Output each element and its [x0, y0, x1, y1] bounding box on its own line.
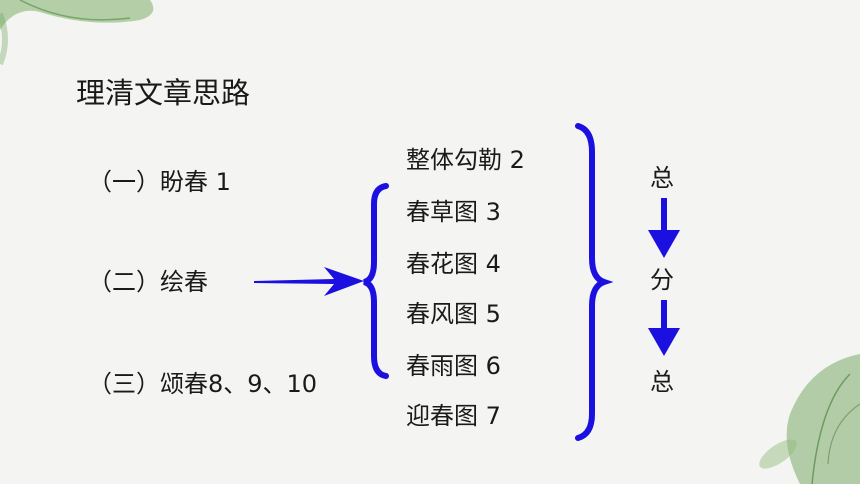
page-title: 理清文章思路	[76, 76, 251, 110]
structure-label-1: 总	[650, 164, 674, 192]
sub-item-6: 迎春图 7	[406, 402, 501, 430]
leaf-decoration-top-left	[0, 0, 154, 66]
structure-label-3: 总	[650, 368, 674, 396]
sub-item-1: 整体勾勒 2	[406, 146, 525, 174]
down-arrow-icon-1	[648, 198, 680, 258]
section-3-label: （三）颂春8、9、10	[88, 370, 318, 398]
sub-item-3: 春花图 4	[406, 250, 501, 278]
left-brace-icon	[363, 183, 389, 379]
section-2-label: （二）绘春	[88, 268, 208, 296]
structure-label-2: 分	[650, 266, 674, 294]
section-1-label: （一）盼春 1	[88, 168, 231, 196]
sub-item-2: 春草图 3	[406, 198, 501, 226]
sub-item-4: 春风图 5	[406, 300, 501, 328]
right-arrow-icon	[254, 267, 364, 296]
down-arrow-icon-2	[648, 300, 680, 356]
sub-item-5: 春雨图 6	[406, 352, 501, 380]
right-brace-icon	[575, 123, 614, 441]
leaf-decoration-bottom-right	[759, 354, 860, 484]
